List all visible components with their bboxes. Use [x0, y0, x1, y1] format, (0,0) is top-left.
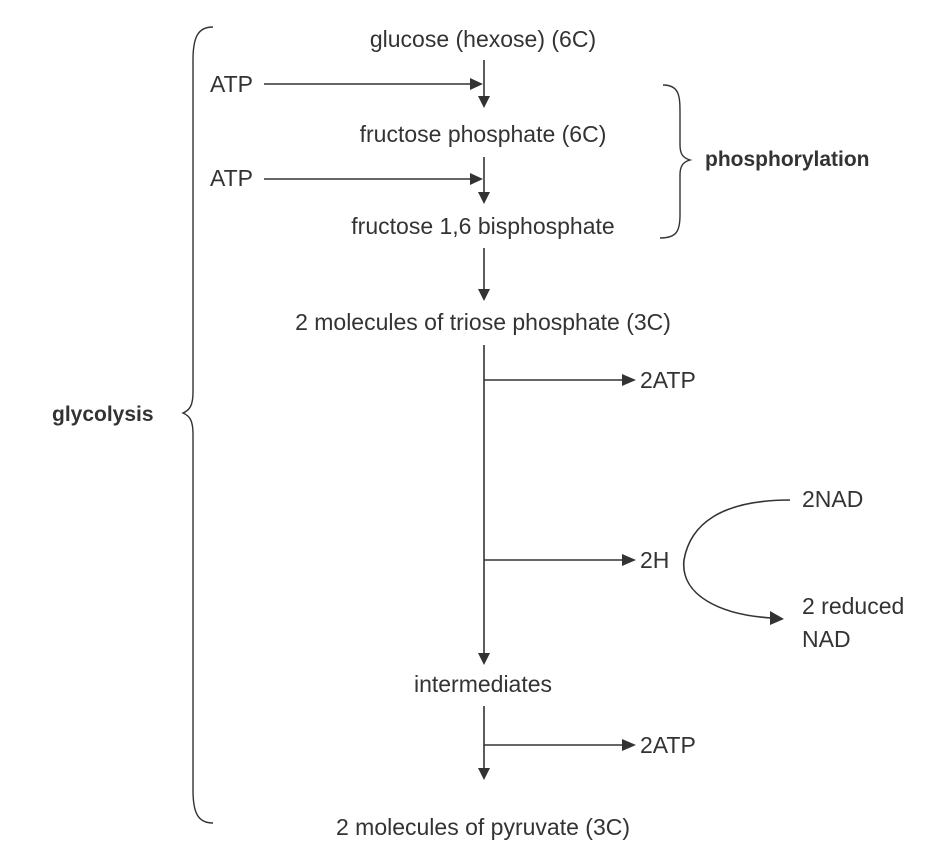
node-triose-phosphate: 2 molecules of triose phosphate (3C): [295, 309, 671, 335]
pathway-arrow-3: [478, 248, 490, 301]
glycolysis-label: glycolysis: [52, 403, 154, 426]
pathway-arrow-4: [478, 345, 490, 665]
node-glucose: glucose (hexose) (6C): [370, 26, 596, 52]
pathway-arrow-1: [478, 60, 490, 108]
reduced-nad-label-line2: NAD: [802, 626, 851, 652]
atp-output-1-label: 2ATP: [640, 367, 696, 393]
atp-output-2-arrow: [484, 739, 636, 751]
atp-input-1-arrow: [264, 78, 483, 90]
hydrogen-output-label: 2H: [640, 547, 669, 573]
phosphorylation-brace: [659, 84, 693, 239]
glycolysis-brace: [181, 26, 214, 824]
node-pyruvate: 2 molecules of pyruvate (3C): [336, 814, 630, 840]
node-fructose-bisphosphate: fructose 1,6 bisphosphate: [351, 213, 614, 239]
atp-input-2-label: ATP: [210, 165, 253, 191]
atp-output-1-arrow: [484, 374, 636, 386]
pathway-arrow-5: [478, 706, 490, 780]
atp-input-1-label: ATP: [210, 71, 253, 97]
node-fructose-phosphate: fructose phosphate (6C): [360, 121, 607, 147]
atp-output-2-label: 2ATP: [640, 732, 696, 758]
atp-input-2-arrow: [264, 173, 483, 185]
nad-reduction-curved-arrow: [683, 499, 791, 625]
pathway-arrow-2: [478, 157, 490, 204]
node-intermediates: intermediates: [414, 671, 552, 697]
nad-label: 2NAD: [802, 486, 863, 512]
reduced-nad-label-line1: 2 reduced: [802, 593, 904, 619]
hydrogen-output-arrow: [484, 554, 636, 566]
phosphorylation-label: phosphorylation: [705, 148, 870, 171]
